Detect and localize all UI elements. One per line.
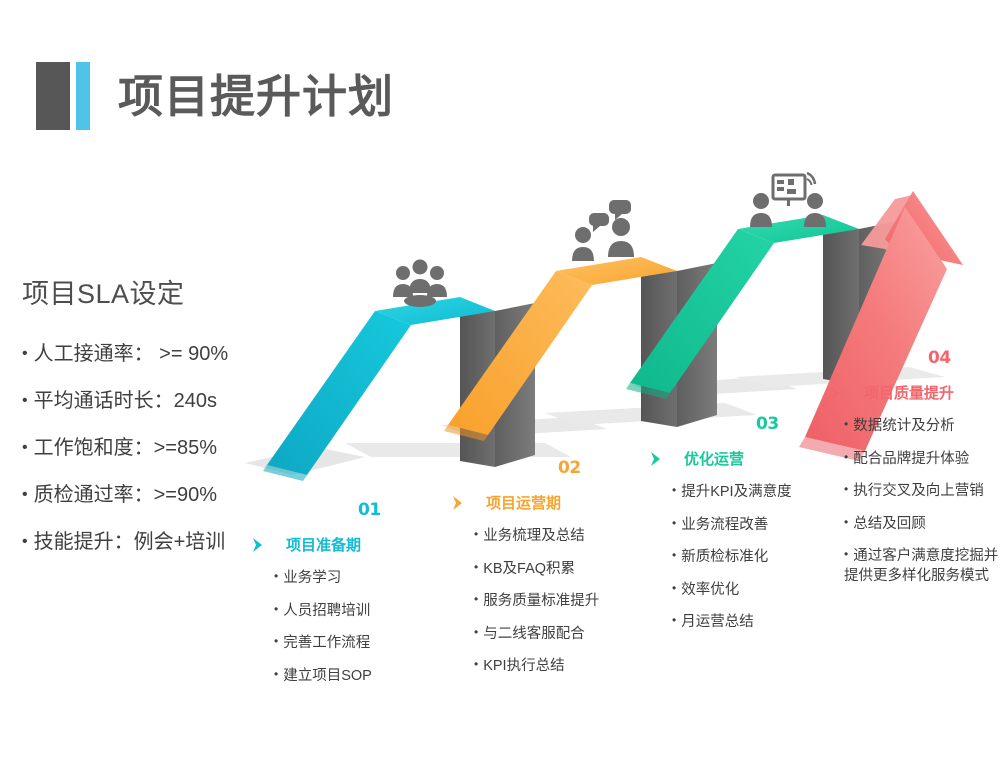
stage-item: 业务学习 — [274, 568, 454, 589]
stage-number-02: 02 — [558, 458, 581, 478]
sla-list: 人工接通率： >= 90% 平均通话时长：240s 工作饱和度：>=85% 质检… — [22, 337, 292, 554]
stage-header-01: 项目准备期 — [250, 534, 361, 555]
chevron-right-icon — [648, 451, 664, 467]
stage-item: KPI执行总结 — [474, 656, 654, 677]
stage-item: 总结及回顾 — [844, 514, 1000, 535]
stage-item: 配合品牌提升体验 — [844, 449, 1000, 470]
stage-number-04: 04 — [928, 348, 951, 368]
title-dark-block — [36, 62, 70, 130]
stage-label-04: 项目质量提升 — [864, 385, 955, 402]
stage-item: 通过客户满意度挖掘并提供更多样化服务模式 — [844, 546, 1000, 586]
stage-item: 业务流程改善 — [672, 515, 852, 536]
stage-header-03: 优化运营 — [648, 448, 744, 469]
sla-item: 技能提升：例会+培训 — [22, 525, 292, 554]
team-meeting-icon — [393, 259, 447, 307]
stage-number-03: 03 — [756, 414, 779, 434]
page-title: 项目提升计划 — [118, 70, 395, 122]
stage-label-01: 项目准备期 — [286, 537, 362, 554]
sla-item: 人工接通率： >= 90% — [22, 337, 292, 366]
sla-item: 工作饱和度：>=85% — [22, 431, 292, 460]
stage-item: 建立项目SOP — [274, 666, 454, 687]
stage-item: 月运营总结 — [672, 612, 852, 633]
sla-item: 平均通话时长：240s — [22, 384, 292, 413]
stage-item: 数据统计及分析 — [844, 416, 1000, 437]
stage-items-03: 提升KPI及满意度 业务流程改善 新质检标准化 效率优化 月运营总结 — [672, 482, 852, 645]
stage-item: 执行交叉及向上营销 — [844, 481, 1000, 502]
stage-header-04: 项目质量提升 — [828, 382, 954, 403]
stage-item: 服务质量标准提升 — [474, 591, 654, 612]
staircase-growth-graphic — [245, 171, 963, 485]
sla-heading: 项目SLA设定 — [22, 279, 185, 309]
stage-item: KB及FAQ积累 — [474, 559, 654, 580]
chevron-right-icon — [250, 537, 266, 553]
stage-items-01: 业务学习 人员招聘培训 完善工作流程 建立项目SOP — [274, 568, 454, 698]
stage-label-02: 项目运营期 — [486, 495, 562, 512]
stage-header-02: 项目运营期 — [450, 492, 561, 513]
stage-item: 人员招聘培训 — [274, 601, 454, 622]
sla-item: 质检通过率：>=90% — [22, 478, 292, 507]
title-accent-bar — [76, 62, 90, 130]
stage-items-04: 数据统计及分析 配合品牌提升体验 执行交叉及向上营销 总结及回顾 通过客户满意度… — [844, 416, 1000, 598]
chevron-right-icon — [828, 385, 844, 401]
sla-panel: 项目SLA设定 人工接通率： >= 90% 平均通话时长：240s 工作饱和度：… — [22, 272, 292, 572]
stage-label-03: 优化运营 — [684, 451, 745, 468]
conversation-icon — [572, 200, 634, 261]
chevron-right-icon — [450, 495, 466, 511]
stage-item: 业务梳理及总结 — [474, 526, 654, 547]
stage-arrow-04 — [799, 191, 963, 461]
presentation-training-icon — [750, 171, 826, 227]
stage-item: 新质检标准化 — [672, 547, 852, 568]
stage-number-01: 01 — [358, 500, 381, 520]
stage-items-02: 业务梳理及总结 KB及FAQ积累 服务质量标准提升 与二线客服配合 KPI执行总… — [474, 526, 654, 689]
slide-title-row: 项目提升计划 — [36, 62, 394, 130]
stage-item: 完善工作流程 — [274, 633, 454, 654]
stage-item: 提升KPI及满意度 — [672, 482, 852, 503]
stage-item: 效率优化 — [672, 580, 852, 601]
stage-item: 与二线客服配合 — [474, 624, 654, 645]
